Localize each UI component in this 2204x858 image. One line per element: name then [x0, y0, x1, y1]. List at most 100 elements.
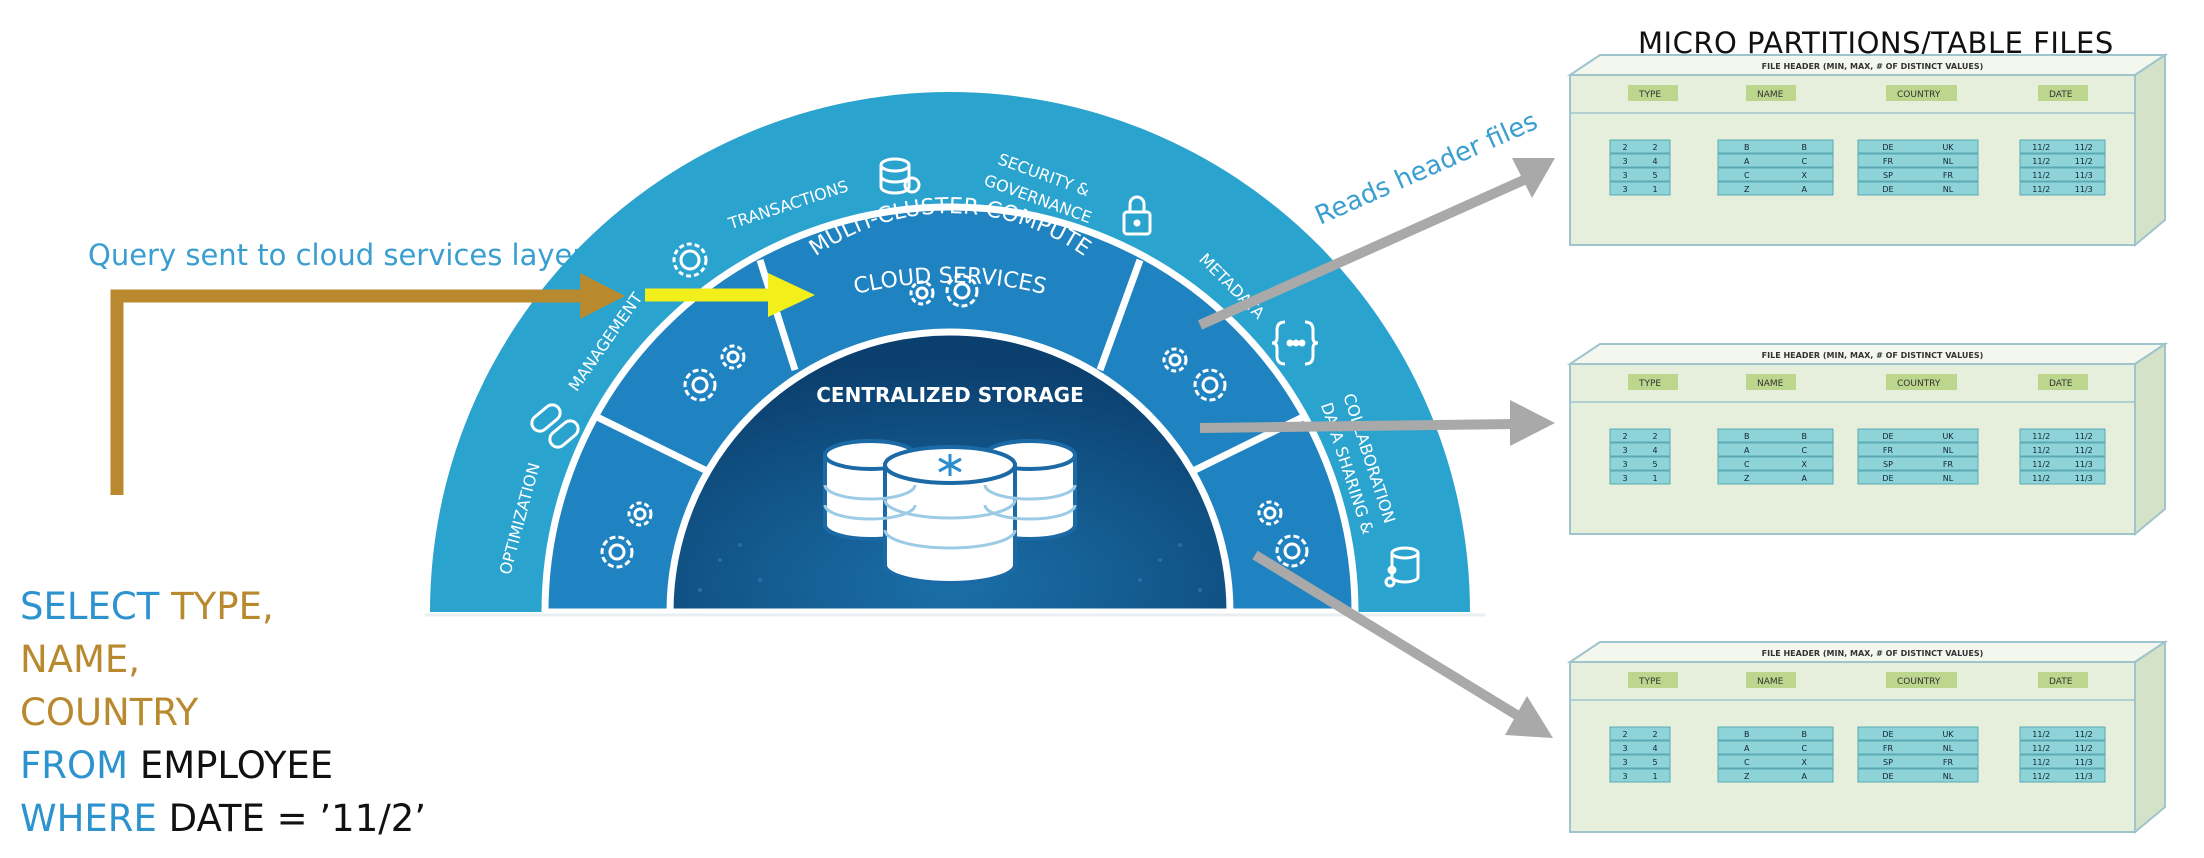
gear-icon: [1257, 500, 1309, 568]
gear-icon: [683, 344, 746, 402]
table-cell-value: 11/2: [2075, 446, 2093, 455]
table-cell-row: [1717, 442, 1834, 457]
table-cell-row: [1857, 740, 1979, 755]
table-cell-value: NL: [1943, 446, 1954, 455]
table-cell-value: 11/3: [2075, 185, 2093, 194]
table-cell-row: [1717, 470, 1834, 485]
partition-side-face: [2134, 342, 2166, 537]
table-cell-row: [1609, 726, 1671, 741]
query-sent-caption: Query sent to cloud services layer: [88, 238, 585, 272]
table-cell-row: [1717, 456, 1834, 471]
table-cell-value: 3: [1622, 460, 1627, 469]
table-cell-value: 11/2: [2032, 157, 2050, 166]
table-cell-value: 5: [1652, 171, 1657, 180]
column-header-chip: [2038, 85, 2088, 101]
column-header-chip: [1886, 85, 1957, 101]
table-cell-value: 11/3: [2075, 474, 2093, 483]
table-cell-row: [1609, 768, 1671, 783]
table-cell-value: NL: [1943, 185, 1954, 194]
table-cell-row: [1857, 153, 1979, 168]
column-header-label: NAME: [1757, 90, 1784, 100]
sql-where-condition: DATE = ’11/2’: [168, 797, 427, 840]
table-cell-row: [1609, 456, 1671, 471]
table-cell-value: B: [1744, 143, 1750, 152]
table-cell-row: [2019, 442, 2106, 457]
table-cell-value: C: [1801, 157, 1807, 166]
table-cell-value: 11/2: [2075, 744, 2093, 753]
table-cell-row: [2019, 768, 2106, 783]
column-header-chip: [1886, 374, 1957, 390]
table-cell-row: [1717, 726, 1834, 741]
table-cell-value: A: [1802, 185, 1808, 194]
table-cell-row: [1857, 181, 1979, 196]
table-cell-value: B: [1802, 432, 1808, 441]
table-cell-row: [1857, 428, 1979, 443]
table-cell-value: 4: [1652, 744, 1657, 753]
micro-partitions: FILE HEADER (MIN, MAX, # OF DISTINCT VAL…: [1566, 53, 2169, 835]
gear-icon: [600, 501, 653, 569]
table-cell-row: [1857, 456, 1979, 471]
table-cell-row: [2019, 726, 2106, 741]
table-cell-value: FR: [1883, 446, 1894, 455]
table-cell-value: A: [1802, 474, 1808, 483]
table-cell-row: [1857, 754, 1979, 769]
table-cell-row: [2019, 456, 2106, 471]
table-cell-value: NL: [1943, 474, 1954, 483]
partition-side-face: [2134, 640, 2166, 835]
table-cell-value: B: [1744, 730, 1750, 739]
sql-type-column: TYPE,: [171, 585, 274, 628]
table-cell-value: UK: [1942, 730, 1954, 739]
table-cell-value: 11/2: [2032, 171, 2050, 180]
storage-texture: [698, 543, 1202, 592]
sql-from-keyword: FROM: [20, 744, 129, 787]
table-cell-value: 11/2: [2032, 474, 2050, 483]
table-cell-value: 3: [1622, 185, 1627, 194]
table-cell-row: [1857, 442, 1979, 457]
partition-header-text: FILE HEADER (MIN, MAX, # OF DISTINCT VAL…: [1762, 351, 1984, 360]
sql-where-keyword: WHERE: [20, 797, 157, 840]
centralized-storage-label: CENTRALIZED STORAGE: [816, 383, 1084, 407]
column-header-label: COUNTRY: [1897, 677, 1941, 687]
table-cell-value: 11/2: [2032, 730, 2050, 739]
table-cell-value: FR: [1883, 744, 1894, 753]
table-cell-value: 4: [1652, 157, 1657, 166]
table-cell-value: X: [1802, 171, 1808, 180]
table-cell-value: UK: [1942, 143, 1954, 152]
sql-query-block: SELECT TYPE, NAME, COUNTRY FROM EMPLOYEE…: [20, 580, 426, 845]
table-cell-row: [1609, 740, 1671, 755]
table-cell-row: [2019, 428, 2106, 443]
table-cell-value: C: [1801, 446, 1807, 455]
table-cell-row: [2019, 153, 2106, 168]
table-cell-value: 11/2: [2075, 157, 2093, 166]
partition-file: FILE HEADER (MIN, MAX, # OF DISTINCT VAL…: [1566, 342, 2169, 537]
read-arrow-top: [1197, 158, 1555, 330]
table-cell-value: SP: [1883, 171, 1893, 180]
column-header-label: DATE: [2049, 677, 2073, 687]
table-cell-value: A: [1744, 744, 1750, 753]
table-cell-row: [1857, 139, 1979, 154]
table-cell-value: NL: [1943, 744, 1954, 753]
column-header-label: DATE: [2049, 90, 2073, 100]
table-cell-value: 11/3: [2075, 460, 2093, 469]
table-cell-value: DE: [1882, 474, 1893, 483]
table-cell-value: FR: [1943, 460, 1954, 469]
table-cell-value: C: [1744, 758, 1750, 767]
table-cell-value: 3: [1622, 474, 1627, 483]
gear-icon: [909, 274, 979, 308]
column-header-label: COUNTRY: [1897, 90, 1941, 100]
table-cell-value: 3: [1622, 744, 1627, 753]
table-cell-value: A: [1802, 772, 1808, 781]
table-cell-value: 2: [1652, 143, 1657, 152]
table-cell-value: 11/3: [2075, 758, 2093, 767]
table-cell-row: [1857, 768, 1979, 783]
table-cell-row: [1717, 153, 1834, 168]
table-cell-value: 11/2: [2032, 143, 2050, 152]
partition-header-text: FILE HEADER (MIN, MAX, # OF DISTINCT VAL…: [1762, 62, 1984, 71]
table-cell-value: 4: [1652, 446, 1657, 455]
sql-line-select: SELECT TYPE,: [20, 580, 426, 633]
shared-database-icon: [1384, 546, 1420, 588]
sql-line-where: WHERE DATE = ’11/2’: [20, 792, 426, 845]
table-cell-row: [1857, 470, 1979, 485]
table-cell-value: 1: [1652, 185, 1657, 194]
